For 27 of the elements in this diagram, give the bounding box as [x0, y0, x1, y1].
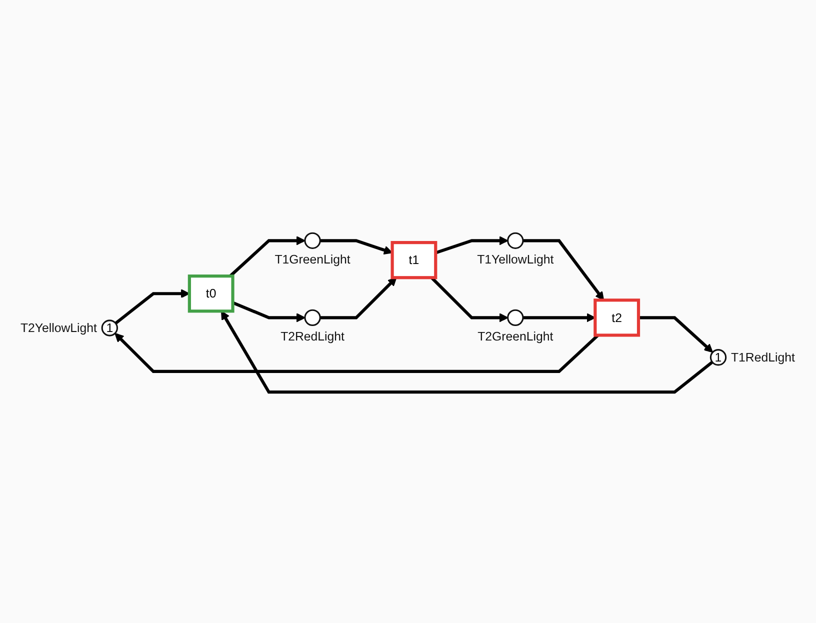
- node-circle: [304, 232, 321, 249]
- arrow: [114, 332, 600, 373]
- node-box: t2: [594, 298, 640, 336]
- node-circle: 1: [101, 319, 118, 336]
- arrow: [522, 238, 604, 300]
- arrow: [430, 276, 508, 322]
- node-circle: [507, 232, 524, 249]
- node-box: t0: [188, 274, 234, 312]
- place-label: T2RedLight: [280, 329, 344, 344]
- arrow: [320, 238, 393, 254]
- arrow: [435, 236, 508, 254]
- place-label: T2YellowLight: [20, 320, 97, 335]
- arrow: [229, 236, 306, 277]
- place-label: T1GreenLight: [274, 252, 350, 266]
- node-box: t1: [390, 240, 438, 279]
- node-circle: [507, 309, 524, 326]
- place-label: T1RedLight: [731, 350, 795, 364]
- node-circle: [304, 309, 321, 326]
- place-label: T1YellowLight: [477, 252, 554, 266]
- arrow: [638, 316, 714, 352]
- arrow: [522, 312, 596, 322]
- arrow: [320, 276, 397, 319]
- node-circle: 1: [710, 348, 727, 366]
- arrow: [114, 288, 190, 324]
- arrow: [232, 300, 306, 322]
- place-label: T2GreenLight: [478, 329, 554, 344]
- arrow: [220, 310, 714, 394]
